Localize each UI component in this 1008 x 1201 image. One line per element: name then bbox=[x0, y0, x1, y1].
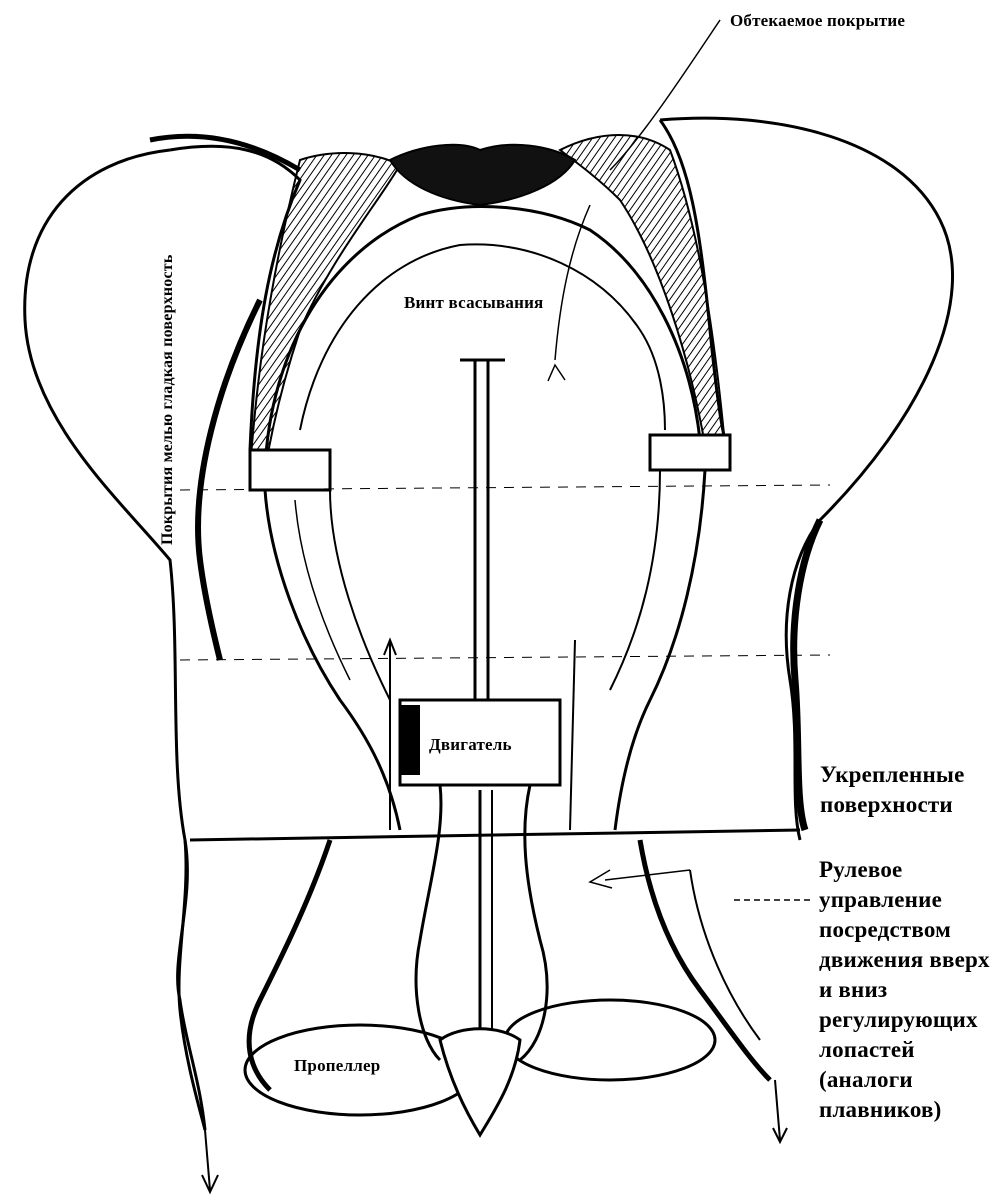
label-steering-line8: (аналоги bbox=[819, 1065, 990, 1095]
label-engine: Двигатель bbox=[425, 734, 516, 756]
label-reinforced-line2: поверхности bbox=[820, 790, 964, 820]
label-steering-line7: лопастей bbox=[819, 1035, 990, 1065]
label-steering-line6: регулирующих bbox=[819, 1005, 990, 1035]
label-steering-line1: Рулевое bbox=[819, 855, 990, 885]
label-steering-line2: управление bbox=[819, 885, 990, 915]
label-steering-line4: движения вверх bbox=[819, 945, 990, 975]
label-steering-line5: и вниз bbox=[819, 975, 990, 1005]
left-inner-wall bbox=[250, 153, 400, 470]
label-reinforced-line1: Укрепленные bbox=[820, 760, 964, 790]
label-suction-screw: Винт всасывания bbox=[400, 292, 547, 314]
label-steering-line9: плавников) bbox=[819, 1095, 990, 1125]
propeller-spinner bbox=[440, 1029, 520, 1135]
right-fin bbox=[640, 840, 770, 1080]
left-fin bbox=[249, 840, 330, 1090]
right-inner-wall bbox=[560, 135, 725, 445]
top-center-dark bbox=[390, 145, 575, 205]
label-surface: Покрытия мелью гладкая поверхность bbox=[158, 254, 178, 545]
label-steering: Рулевое управление посредством движения … bbox=[815, 855, 994, 1125]
label-propeller: Пропеллер bbox=[290, 1055, 384, 1077]
label-fairing: Обтекаемое покрытие bbox=[726, 10, 909, 32]
reinforced-line bbox=[190, 830, 800, 840]
label-reinforced: Укрепленные поверхности bbox=[816, 760, 968, 820]
label-steering-line3: посредством bbox=[819, 915, 990, 945]
